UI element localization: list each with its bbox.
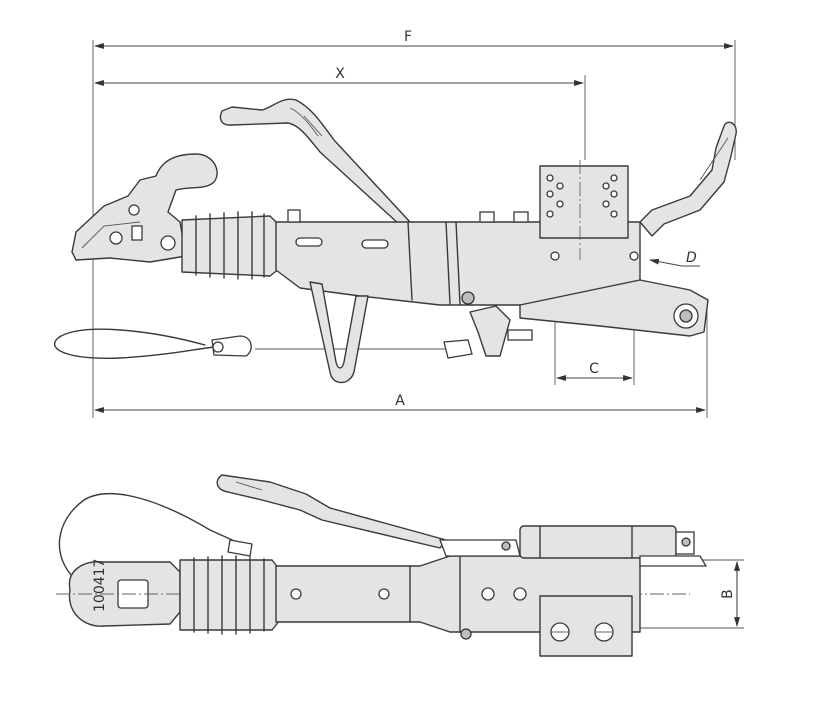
rear-handle	[639, 121, 737, 237]
dimension-label-d: D	[686, 250, 697, 266]
bellows-side	[181, 211, 281, 280]
dimension-label-b: B	[720, 589, 736, 599]
damper-cylinder	[519, 525, 677, 559]
rear-arm	[519, 279, 709, 337]
breakaway-cable-top	[58, 493, 251, 581]
coupling-pivot	[160, 235, 176, 251]
handbrake-lever	[219, 98, 411, 226]
dimension-label-x: X	[335, 66, 345, 82]
coupling-head	[71, 153, 218, 263]
handbrake-lever-top	[216, 474, 447, 549]
dimension-label-f: F	[404, 29, 412, 45]
dimension-label-c: C	[589, 361, 599, 377]
coupling-side-view	[53, 98, 737, 384]
manufacturer-stamp: 100417	[92, 559, 108, 612]
bellows-top	[179, 555, 281, 635]
breakaway-cable	[53, 328, 215, 359]
support-leg	[309, 281, 369, 384]
dimension-label-a: A	[395, 393, 405, 409]
dimension-line-b	[640, 559, 744, 629]
coupling-top-view: 100417	[56, 474, 708, 657]
